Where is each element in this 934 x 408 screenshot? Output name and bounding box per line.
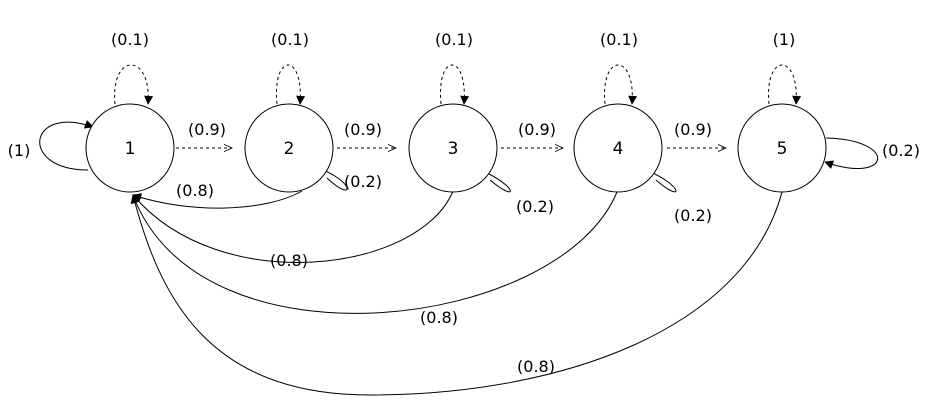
label-self-top-5: (1): [773, 30, 796, 49]
node-5: 5: [737, 103, 827, 193]
node-3-label: 3: [448, 139, 459, 159]
edge-self-top-5: [768, 64, 802, 105]
node-5-label: 5: [777, 139, 788, 159]
label-self-top-4: (0.1): [600, 30, 638, 49]
label-self-top-1: (0.1): [111, 30, 149, 49]
label-self-lower-4: (0.2): [674, 206, 712, 225]
label-back-2-1: (0.8): [176, 181, 214, 200]
node-1-label: 1: [125, 139, 136, 159]
label-back-5-1: (0.8): [517, 357, 555, 376]
label-forward-2-3: (0.9): [344, 120, 382, 139]
edge-self-right-5: [824, 137, 879, 170]
edge-self-top-1: [114, 64, 154, 105]
edge-self-top-4: [604, 64, 638, 105]
label-self-lower-3: (0.2): [516, 197, 554, 216]
node-3: 3: [408, 103, 498, 193]
node-2: 2: [244, 103, 334, 193]
edge-back-4-1: [131, 191, 618, 314]
node-4-label: 4: [613, 139, 624, 159]
edge-self-lower-3: [479, 168, 511, 193]
edge-back-3-1: [132, 190, 454, 263]
edge-self-top-2: [275, 64, 306, 105]
edge-self-top-3: [439, 64, 470, 105]
edge-back-5-1: [130, 191, 783, 396]
label-self-left-1: (1): [8, 141, 31, 160]
label-back-3-1: (0.8): [270, 251, 308, 270]
node-2-label: 2: [284, 139, 295, 159]
node-4: 4: [573, 103, 663, 193]
label-self-top-3: (0.1): [435, 30, 473, 49]
node-1: 1: [85, 103, 175, 193]
edge-self-lower-4: [645, 168, 677, 193]
label-back-4-1: (0.8): [420, 308, 458, 327]
label-self-top-2: (0.1): [271, 30, 309, 49]
label-forward-1-2: (0.9): [188, 120, 226, 139]
edge-back-2-1: [132, 190, 303, 209]
label-forward-3-4: (0.9): [518, 120, 556, 139]
label-self-lower-2: (0.2): [344, 172, 382, 191]
label-forward-4-5: (0.9): [674, 120, 712, 139]
label-self-right-5: (0.2): [882, 141, 920, 160]
edge-self-left-1: [39, 120, 94, 171]
